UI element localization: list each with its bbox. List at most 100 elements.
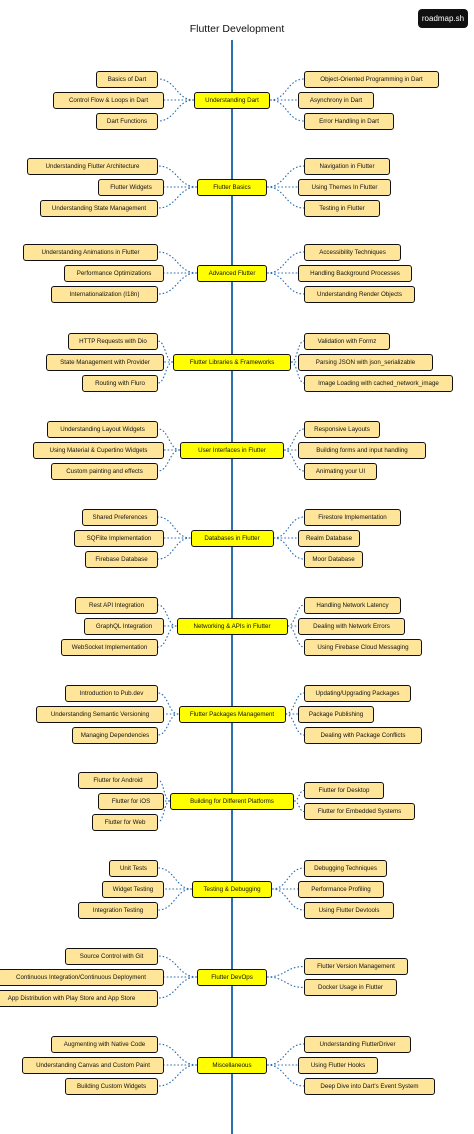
- connector-deep-dive-into-dart-s-event-system: [266, 1064, 305, 1087]
- subtopic-object-oriented-programming-in-dart[interactable]: Object-Oriented Programming in Dart: [304, 70, 439, 88]
- subtopic-realm-database[interactable]: Realm Database: [298, 529, 360, 547]
- topic-networking-apis-in-flutter[interactable]: Networking & APIs in Flutter: [176, 617, 288, 635]
- subtopic-building-forms-and-input-handling[interactable]: Building forms and input handling: [298, 441, 426, 459]
- connector-understanding-flutterdriver: [266, 1043, 305, 1066]
- subtopic-flutter-widgets[interactable]: Flutter Widgets: [98, 178, 164, 196]
- subtopic-managing-dependencies[interactable]: Managing Dependencies: [72, 726, 158, 744]
- subtopic-flutter-for-android[interactable]: Flutter for Android: [78, 771, 158, 789]
- subtopic-firestore-implementation[interactable]: Firestore Implementation: [304, 508, 401, 526]
- subtopic-understanding-animations-in-flutter[interactable]: Understanding Animations in Flutter: [23, 243, 158, 261]
- subtopic-animating-your-ui[interactable]: Animating your UI: [304, 462, 377, 480]
- subtopic-error-handling-in-dart[interactable]: Error Handling in Dart: [304, 112, 394, 130]
- connector-augmenting-with-native-code: [157, 1043, 198, 1066]
- topic-advanced-flutter[interactable]: Advanced Flutter: [197, 264, 267, 282]
- topic-understanding-dart[interactable]: Understanding Dart: [194, 91, 270, 109]
- subtopic-source-control-with-git[interactable]: Source Control with Git: [65, 947, 158, 965]
- subtopic-basics-of-dart[interactable]: Basics of Dart: [96, 70, 158, 88]
- subtopic-understanding-semantic-versioning[interactable]: Understanding Semantic Versioning: [36, 705, 164, 723]
- subtopic-package-publishing[interactable]: Package Publishing: [298, 705, 374, 723]
- subtopic-augmenting-with-native-code[interactable]: Augmenting with Native Code: [51, 1035, 158, 1053]
- subtopic-using-flutter-devtools[interactable]: Using Flutter Devtools: [304, 901, 394, 919]
- subtopic-handling-network-latency[interactable]: Handling Network Latency: [304, 596, 401, 614]
- subtopic-dart-functions[interactable]: Dart Functions: [96, 112, 158, 130]
- subtopic-flutter-version-management[interactable]: Flutter Version Management: [304, 958, 408, 975]
- connector-testing-in-flutter: [266, 186, 305, 209]
- connector-handling-network-latency: [287, 604, 305, 627]
- topic-databases-in-flutter[interactable]: Databases in Flutter: [190, 529, 274, 547]
- topic-flutter-basics[interactable]: Flutter Basics: [197, 178, 267, 196]
- connector-rest-api-integration: [157, 604, 177, 627]
- subtopic-dealing-with-package-conflicts[interactable]: Dealing with Package Conflicts: [304, 726, 422, 744]
- subtopic-rest-api-integration[interactable]: Rest API Integration: [75, 596, 158, 614]
- subtopic-handling-background-processes[interactable]: Handling Background Processes: [298, 264, 412, 282]
- subtopic-widget-testing[interactable]: Widget Testing: [102, 880, 164, 898]
- subtopic-routing-with-fluro[interactable]: Routing with Fluro: [82, 374, 158, 392]
- subtopic-understanding-render-objects[interactable]: Understanding Render Objects: [304, 285, 415, 303]
- subtopic-websocket-implementation[interactable]: WebSocket Implementation: [61, 638, 158, 656]
- subtopic-testing-in-flutter[interactable]: Testing in Flutter: [304, 199, 380, 217]
- subtopic-custom-painting-and-effects[interactable]: Custom painting and effects: [51, 462, 158, 480]
- subtopic-moor-database[interactable]: Moor Database: [304, 550, 363, 568]
- topic-miscellaneous[interactable]: Miscellaneous: [197, 1056, 267, 1074]
- subtopic-updating-upgrading-packages[interactable]: Updating/Upgrading Packages: [304, 684, 411, 702]
- connector-custom-painting-and-effects: [157, 449, 181, 472]
- subtopic-understanding-flutter-architecture[interactable]: Understanding Flutter Architecture: [27, 157, 158, 175]
- connector-navigation-in-flutter: [266, 165, 305, 188]
- subtopic-navigation-in-flutter[interactable]: Navigation in Flutter: [304, 157, 390, 175]
- subtopic-introduction-to-pub-dev[interactable]: Introduction to Pub.dev: [65, 684, 158, 702]
- subtopic-image-loading-with-cached-network-image[interactable]: Image Loading with cached_network_image: [304, 374, 453, 392]
- subtopic-performance-optimizations[interactable]: Performance Optimizations: [64, 264, 164, 282]
- brand-badge[interactable]: roadmap.sh: [418, 9, 468, 28]
- subtopic-debugging-techniques[interactable]: Debugging Techniques: [304, 859, 387, 877]
- topic-flutter-devops[interactable]: Flutter DevOps: [197, 968, 267, 986]
- subtopic-unit-tests[interactable]: Unit Tests: [109, 859, 158, 877]
- subtopic-using-firebase-cloud-messaging[interactable]: Using Firebase Cloud Messaging: [304, 638, 422, 656]
- subtopic-http-requests-with-dio[interactable]: HTTP Requests with Dio: [68, 332, 158, 350]
- connector-app-distribution-with-play-store-and-app-store: [157, 976, 198, 999]
- subtopic-integration-testing[interactable]: Integration Testing: [78, 901, 158, 919]
- subtopic-flutter-for-desktop[interactable]: Flutter for Desktop: [304, 782, 384, 799]
- subtopic-internationalization-i18n[interactable]: Internationalization (I18n): [51, 285, 158, 303]
- connector-flutter-for-embedded-systems: [293, 800, 305, 813]
- subtopic-accessibility-techniques[interactable]: Accessibility Techniques: [304, 243, 401, 261]
- topic-flutter-packages-management[interactable]: Flutter Packages Management: [178, 705, 286, 723]
- subtopic-shared-preferences[interactable]: Shared Preferences: [82, 508, 158, 526]
- subtopic-validation-with-formz[interactable]: Validation with Formz: [304, 332, 390, 350]
- subtopic-state-management-with-provider[interactable]: State Management with Provider: [46, 353, 164, 371]
- topic-building-for-different-platforms[interactable]: Building for Different Platforms: [170, 792, 294, 810]
- subtopic-continuous-integration-continuous-deployment[interactable]: Continuous Integration/Continuous Deploy…: [0, 968, 164, 986]
- topic-flutter-libraries-frameworks[interactable]: Flutter Libraries & Frameworks: [173, 353, 291, 371]
- subtopic-app-distribution-with-play-store-and-app-store[interactable]: App Distribution with Play Store and App…: [0, 989, 158, 1007]
- subtopic-control-flow-loops-in-dart[interactable]: Control Flow & Loops in Dart: [53, 91, 164, 109]
- subtopic-flutter-for-ios[interactable]: Flutter for iOS: [98, 792, 164, 810]
- subtopic-understanding-canvas-and-custom-paint[interactable]: Understanding Canvas and Custom Paint: [22, 1056, 164, 1074]
- subtopic-responsive-layouts[interactable]: Responsive Layouts: [304, 420, 380, 438]
- subtopic-flutter-for-web[interactable]: Flutter for Web: [92, 813, 158, 831]
- subtopic-dealing-with-network-errors[interactable]: Dealing with Network Errors: [298, 617, 405, 635]
- subtopic-parsing-json-with-json-serializable[interactable]: Parsing JSON with json_serializable: [298, 353, 433, 371]
- connector-dealing-with-package-conflicts: [285, 713, 305, 736]
- subtopic-flutter-for-embedded-systems[interactable]: Flutter for Embedded Systems: [304, 803, 415, 820]
- subtopic-using-material-cupertino-widgets[interactable]: Using Material & Cupertino Widgets: [33, 441, 164, 459]
- subtopic-firebase-database[interactable]: Firebase Database: [85, 550, 158, 568]
- subtopic-building-custom-widgets[interactable]: Building Custom Widgets: [65, 1077, 158, 1095]
- topic-user-interfaces-in-flutter[interactable]: User Interfaces in Flutter: [180, 441, 284, 459]
- subtopic-deep-dive-into-dart-s-event-system[interactable]: Deep Dive into Dart's Event System: [304, 1077, 435, 1095]
- subtopic-sqflite-implementation[interactable]: SQFlite Implementation: [74, 529, 164, 547]
- subtopic-using-themes-in-flutter[interactable]: Using Themes In Flutter: [298, 178, 391, 196]
- connector-shared-preferences: [157, 516, 191, 539]
- subtopic-understanding-state-management[interactable]: Understanding State Management: [40, 199, 158, 217]
- subtopic-asynchrony-in-dart[interactable]: Asynchrony in Dart: [298, 91, 374, 109]
- connector-firebase-database: [157, 537, 191, 560]
- subtopic-graphql-integration[interactable]: GraphQL Integration: [84, 617, 164, 635]
- topic-testing-debugging[interactable]: Testing & Debugging: [192, 880, 272, 898]
- connector-error-handling-in-dart: [269, 99, 305, 122]
- connector-using-flutter-devtools: [271, 888, 305, 911]
- subtopic-understanding-flutterdriver[interactable]: Understanding FlutterDriver: [304, 1035, 411, 1053]
- subtopic-understanding-layout-widgets[interactable]: Understanding Layout Widgets: [47, 420, 158, 438]
- subtopic-using-flutter-hooks[interactable]: Using Flutter Hooks: [298, 1056, 378, 1074]
- subtopic-docker-usage-in-flutter[interactable]: Docker Usage in Flutter: [304, 979, 397, 996]
- roadmap-spine: [231, 40, 233, 1134]
- subtopic-performance-profiling[interactable]: Performance Profiling: [298, 880, 384, 898]
